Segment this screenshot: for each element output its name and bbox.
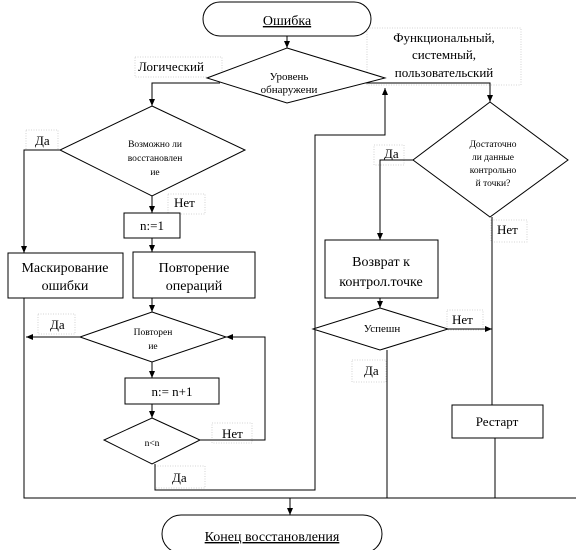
successful-label: Успешн bbox=[364, 323, 401, 335]
recoverable-line-2: восстановлен bbox=[128, 154, 183, 164]
recoverable-decision: Возможно ли восстановлен ие bbox=[58, 105, 247, 197]
label-compare-no: Нет bbox=[222, 426, 243, 441]
sufficient-line-2: ли данные bbox=[472, 153, 514, 163]
label-func-line-1: Функциональный, bbox=[393, 30, 495, 45]
repeated-line-2: ие bbox=[148, 342, 157, 352]
n-compare-decision: n<n bbox=[102, 417, 202, 465]
label-successful-no: Нет bbox=[452, 312, 473, 327]
repeated-decision: Повторен ие bbox=[78, 311, 228, 363]
edge-labels: Логический Функциональный, системный, по… bbox=[35, 30, 518, 485]
n-init-box: n:=1 bbox=[123, 212, 181, 239]
label-logical: Логический bbox=[138, 59, 204, 74]
sufficient-line-4: й точки? bbox=[476, 178, 511, 189]
rollback-box: Возврат к контрол.точке bbox=[324, 239, 439, 299]
restart-box: Рестарт bbox=[451, 404, 544, 439]
n-init-label: n:=1 bbox=[140, 218, 164, 233]
label-recoverable-yes: Да bbox=[35, 133, 50, 148]
recoverable-line-1: Возможно ли bbox=[128, 140, 182, 150]
rollback-line-2: контрол.точке bbox=[339, 275, 422, 290]
end-terminator: Конец восстановления bbox=[161, 514, 383, 550]
label-func-line-3: пользовательский bbox=[395, 65, 494, 80]
sufficient-decision: Достаточно ли данные контрольно й точки? bbox=[412, 101, 569, 218]
masking-line-1: Маскирование bbox=[21, 261, 108, 276]
connectors bbox=[21, 36, 576, 515]
repeated-line-1: Повторен bbox=[134, 328, 173, 338]
masking-box: Маскирование ошибки bbox=[7, 252, 124, 299]
label-successful-yes: Да bbox=[364, 363, 379, 378]
sufficient-line-3: контрольно bbox=[470, 166, 517, 176]
masking-line-2: ошибки bbox=[42, 279, 89, 294]
label-compare-yes: Да bbox=[172, 470, 187, 485]
sufficient-line-1: Достаточно bbox=[469, 140, 516, 150]
label-func-line-2: системный, bbox=[412, 47, 476, 62]
label-recoverable-no: Нет bbox=[174, 195, 195, 210]
level-decision: Уровень обнаружени bbox=[205, 47, 387, 104]
repeat-ops-line-1: Повторение bbox=[159, 261, 230, 276]
level-line-2: обнаружени bbox=[261, 84, 318, 96]
label-sufficient-yes: Да bbox=[384, 146, 399, 161]
rollback-line-1: Возврат к bbox=[352, 255, 410, 270]
n-inc-label: n:= n+1 bbox=[151, 384, 192, 399]
restart-label: Рестарт bbox=[476, 414, 519, 429]
end-label: Конец восстановления bbox=[205, 530, 340, 545]
start-terminator: Ошибка bbox=[202, 1, 372, 37]
n-inc-box: n:= n+1 bbox=[124, 377, 220, 405]
n-compare-label: n<n bbox=[145, 439, 160, 449]
start-label: Ошибка bbox=[263, 14, 312, 29]
repeat-ops-line-2: операций bbox=[166, 279, 223, 294]
label-repeated-yes: Да bbox=[50, 317, 65, 332]
label-sufficient-no: Нет bbox=[497, 222, 518, 237]
recoverable-line-3: ие bbox=[150, 168, 159, 178]
level-line-1: Уровень bbox=[270, 71, 309, 83]
repeat-ops-box: Повторение операций bbox=[132, 251, 256, 299]
successful-decision: Успешн bbox=[311, 307, 450, 351]
